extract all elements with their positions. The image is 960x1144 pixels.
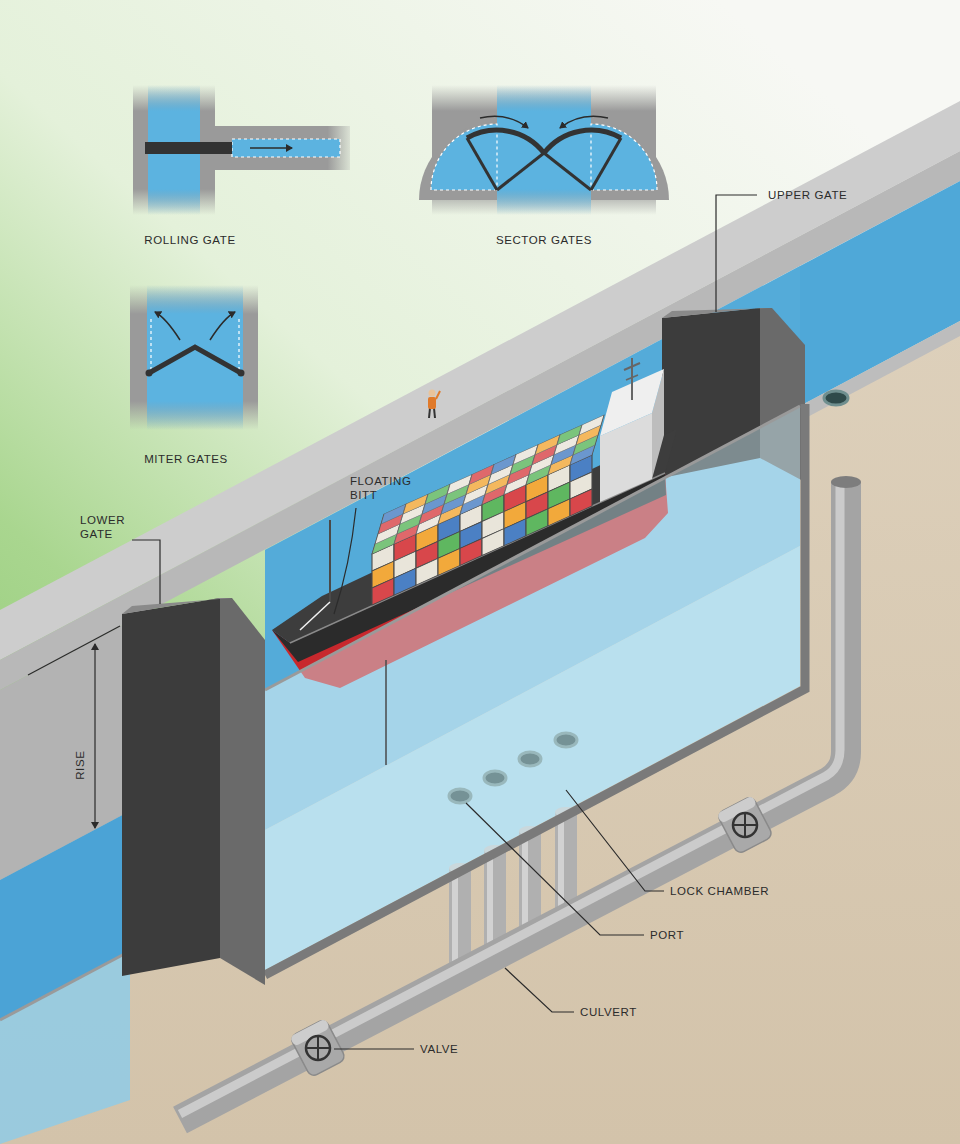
part-label: SECTOR GATES <box>496 233 592 247</box>
rise-dimension <box>28 626 120 828</box>
worker-figure <box>428 390 440 419</box>
part-label: LOWER GATE <box>80 513 128 542</box>
rolling-gate-inset <box>133 85 350 215</box>
sector-gates-inset <box>419 85 669 215</box>
part-label: MITER GATES <box>144 452 228 466</box>
miter-gates-inset <box>130 285 258 430</box>
part-label: RISE <box>74 750 88 779</box>
lower-gate <box>122 598 265 985</box>
lower-channel <box>0 811 130 1144</box>
part-label: VALVE <box>420 1042 458 1056</box>
part-label: UPPER GATE <box>768 188 847 202</box>
part-label: LOCK CHAMBER <box>670 884 769 898</box>
valve-symbol <box>717 795 774 854</box>
leader-lines <box>132 195 757 1049</box>
part-label: CULVERT <box>580 1005 637 1019</box>
part-label: ROLLING GATE <box>144 233 235 247</box>
part-label: FLOATING BITT <box>350 474 416 503</box>
lock-chamber-interior <box>265 266 800 970</box>
valve-symbol <box>290 1018 347 1077</box>
floating-bitt <box>300 520 386 765</box>
part-label: PORT <box>650 928 684 942</box>
upper-channel <box>800 181 960 421</box>
chamber-section <box>265 404 805 975</box>
